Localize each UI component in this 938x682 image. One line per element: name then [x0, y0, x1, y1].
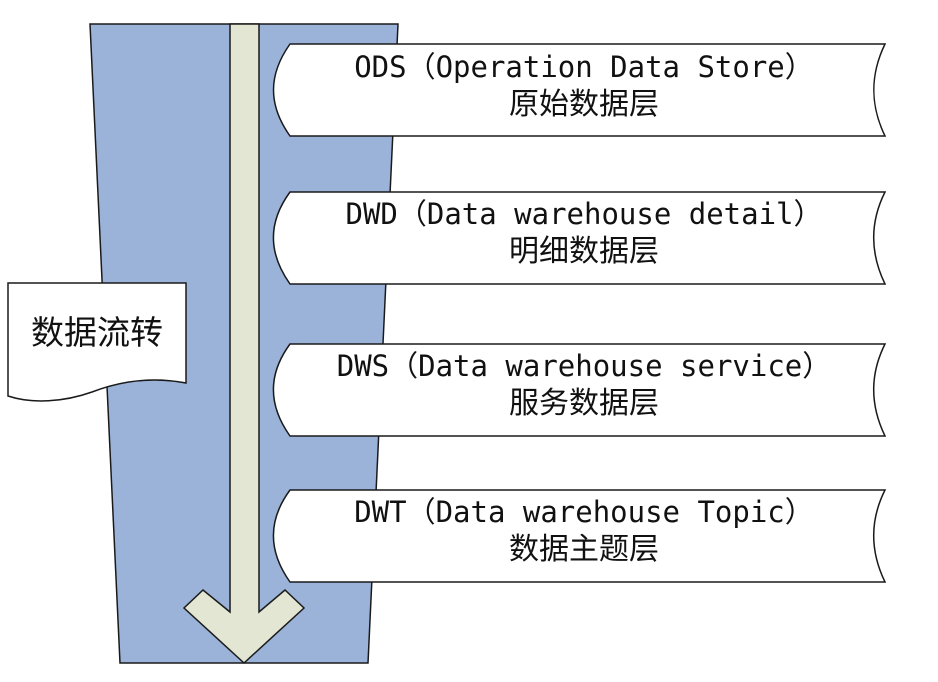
- layer-box-dwt: [272, 489, 887, 583]
- layer-ods-subtitle: 原始数据层: [509, 87, 659, 122]
- layer-dwt-subtitle: 数据主题层: [509, 532, 659, 567]
- layer-dwt: DWT（Data warehouse Topic） 数据主题层: [280, 493, 888, 569]
- layer-box-ods: [272, 43, 887, 137]
- layer-box-dwd: [272, 191, 887, 285]
- layer-dwd-title: DWD（Data warehouse detail）: [345, 197, 823, 231]
- layer-dwd: DWD（Data warehouse detail） 明细数据层: [280, 195, 888, 271]
- layer-ods: ODS（Operation Data Store） 原始数据层: [280, 48, 888, 124]
- layer-box-dws: [272, 343, 887, 437]
- layer-dwd-subtitle: 明细数据层: [509, 234, 659, 269]
- down-arrow-icon: [182, 23, 306, 665]
- layer-dws-title: DWS（Data warehouse service）: [336, 349, 832, 383]
- layer-dwt-title: DWT（Data warehouse Topic）: [354, 495, 814, 529]
- flow-label-box: [7, 282, 187, 402]
- layer-dws-subtitle: 服务数据层: [509, 386, 659, 421]
- layer-dws: DWS（Data warehouse service） 服务数据层: [280, 347, 888, 423]
- layer-ods-title: ODS（Operation Data Store）: [354, 50, 814, 84]
- flow-label: 数据流转: [31, 313, 163, 352]
